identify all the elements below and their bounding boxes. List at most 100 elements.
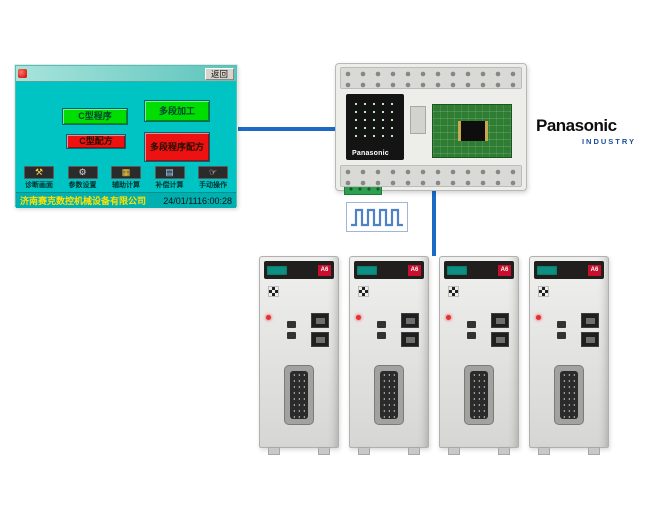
- parameter-settings-button[interactable]: ⚙ 参数设置: [62, 166, 104, 190]
- datetime-display: 24/01/1116:00:28: [163, 195, 232, 206]
- mounting-foot: [498, 447, 510, 455]
- servo-led-indicator: [356, 315, 361, 320]
- servo-drive-3: A6: [439, 256, 519, 455]
- mounting-foot: [448, 447, 460, 455]
- servo-display-band: A6: [534, 261, 604, 279]
- servo-network-ports: [491, 313, 509, 351]
- servo-usb-port: [467, 321, 476, 328]
- servo-display-band: A6: [354, 261, 424, 279]
- hmi-screen: C型程序 多段加工 C型配方 多段程序配方 ⚒ 诊断画面 ⚙ 参数设置 ▦ 辅助…: [16, 82, 236, 192]
- pulse-signal-icon: [346, 202, 408, 232]
- plc-circuit-board: [432, 104, 512, 158]
- plc-status-leds: [352, 100, 398, 142]
- plc-chip: [458, 121, 488, 141]
- servo-series-badge: A6: [408, 264, 421, 276]
- brand-name: Panasonic: [536, 116, 617, 135]
- back-button[interactable]: 返回: [204, 67, 234, 80]
- brand-logo: Panasonic INDUSTRY: [536, 116, 640, 146]
- servo-display: [357, 265, 377, 275]
- servo-usb-port: [287, 321, 296, 328]
- servo-network-ports: [401, 313, 419, 351]
- ethernet-port: [581, 332, 599, 347]
- mounting-foot: [358, 447, 370, 455]
- plc-brand-label: Panasonic: [352, 150, 389, 157]
- servo-led-indicator: [536, 315, 541, 320]
- mounting-foot: [318, 447, 330, 455]
- toolbar-label: 补偿计算: [155, 182, 184, 189]
- servo-usb-port: [557, 321, 566, 328]
- servo-io-connector: [374, 365, 404, 425]
- hmi-to-plc-line: [237, 127, 336, 131]
- servo-display: [267, 265, 287, 275]
- multi-segment-machining-button[interactable]: 多段加工: [144, 100, 210, 122]
- hmi-toolbar: ⚒ 诊断画面 ⚙ 参数设置 ▦ 辅助计算 ▤ 补偿计算 ☞ 手动操作: [18, 166, 234, 190]
- gear-icon: ⚙: [67, 166, 98, 179]
- servo-usb-port: [377, 321, 386, 328]
- compensation-calc-button[interactable]: ▤ 补偿计算: [149, 166, 191, 190]
- plc-to-servo-line: [432, 190, 436, 256]
- servo-display: [537, 265, 557, 275]
- hmi-panel: 返回 C型程序 多段加工 C型配方 多段程序配方 ⚒ 诊断画面 ⚙ 参数设置 ▦…: [15, 65, 237, 208]
- plc-dip-switch: [410, 106, 426, 134]
- servo-io-connector: [464, 365, 494, 425]
- mounting-foot: [408, 447, 420, 455]
- connector-pins: [560, 371, 578, 419]
- ethernet-port: [311, 313, 329, 328]
- tools-icon: ⚒: [24, 166, 54, 179]
- toolbar-label: 辅助计算: [112, 182, 140, 189]
- servo-io-connector: [284, 365, 314, 425]
- plc-terminal-strip-top: [340, 67, 522, 89]
- servo-drive-1: A6: [259, 256, 339, 455]
- servo-drive-4: A6: [529, 256, 609, 455]
- plc-front-panel: Panasonic: [346, 94, 404, 160]
- qr-code-label: [538, 286, 549, 297]
- manual-operation-button[interactable]: ☞ 手动操作: [192, 166, 234, 190]
- ethernet-port: [491, 332, 509, 347]
- qr-code-label: [448, 286, 459, 297]
- servo-series-badge: A6: [588, 264, 601, 276]
- square-wave-icon: [351, 208, 403, 227]
- hmi-statusbar: 济南赛克数控机械设备有限公司 24/01/1116:00:28: [16, 192, 236, 208]
- servo-display: [447, 265, 467, 275]
- toolbar-label: 参数设置: [68, 182, 97, 189]
- mounting-foot: [538, 447, 550, 455]
- calculator-icon: ▤: [154, 166, 185, 179]
- servo-led-indicator: [446, 315, 451, 320]
- company-name: 济南赛克数控机械设备有限公司: [20, 196, 147, 206]
- servo-io-connector: [554, 365, 584, 425]
- connector-pins: [470, 371, 488, 419]
- mounting-foot: [268, 447, 280, 455]
- hmi-titlebar: 返回: [16, 66, 236, 82]
- toolbar-label: 诊断画面: [25, 182, 53, 189]
- servo-series-badge: A6: [318, 264, 331, 276]
- ethernet-port: [581, 313, 599, 328]
- hand-icon: ☞: [198, 166, 228, 179]
- c-program-button[interactable]: C型程序: [62, 108, 128, 125]
- calculator-icon: ▦: [111, 166, 141, 179]
- qr-code-label: [268, 286, 279, 297]
- ethernet-port: [491, 313, 509, 328]
- servo-network-ports: [311, 313, 329, 351]
- mounting-foot: [588, 447, 600, 455]
- servo-drive-2: A6: [349, 256, 429, 455]
- ethernet-port: [311, 332, 329, 347]
- hmi-logo-icon: [18, 69, 27, 78]
- servo-drive-bank: A6 A6: [259, 256, 609, 455]
- servo-display-band: A6: [444, 261, 514, 279]
- plc-device: Panasonic: [335, 63, 527, 195]
- qr-code-label: [358, 286, 369, 297]
- brand-subtitle: INDUSTRY: [581, 137, 636, 146]
- servo-led-indicator: [266, 315, 271, 320]
- plc-terminal-strip-bottom: [340, 165, 522, 187]
- servo-network-ports: [581, 313, 599, 351]
- connector-pins: [290, 371, 308, 419]
- c-recipe-button[interactable]: C型配方: [66, 134, 126, 149]
- ethernet-port: [401, 313, 419, 328]
- servo-series-badge: A6: [498, 264, 511, 276]
- multi-segment-recipe-button[interactable]: 多段程序配方: [144, 132, 210, 162]
- auxiliary-calc-button[interactable]: ▦ 辅助计算: [105, 166, 147, 190]
- ethernet-port: [401, 332, 419, 347]
- diagnostic-screen-button[interactable]: ⚒ 诊断画面: [18, 166, 60, 190]
- servo-display-band: A6: [264, 261, 334, 279]
